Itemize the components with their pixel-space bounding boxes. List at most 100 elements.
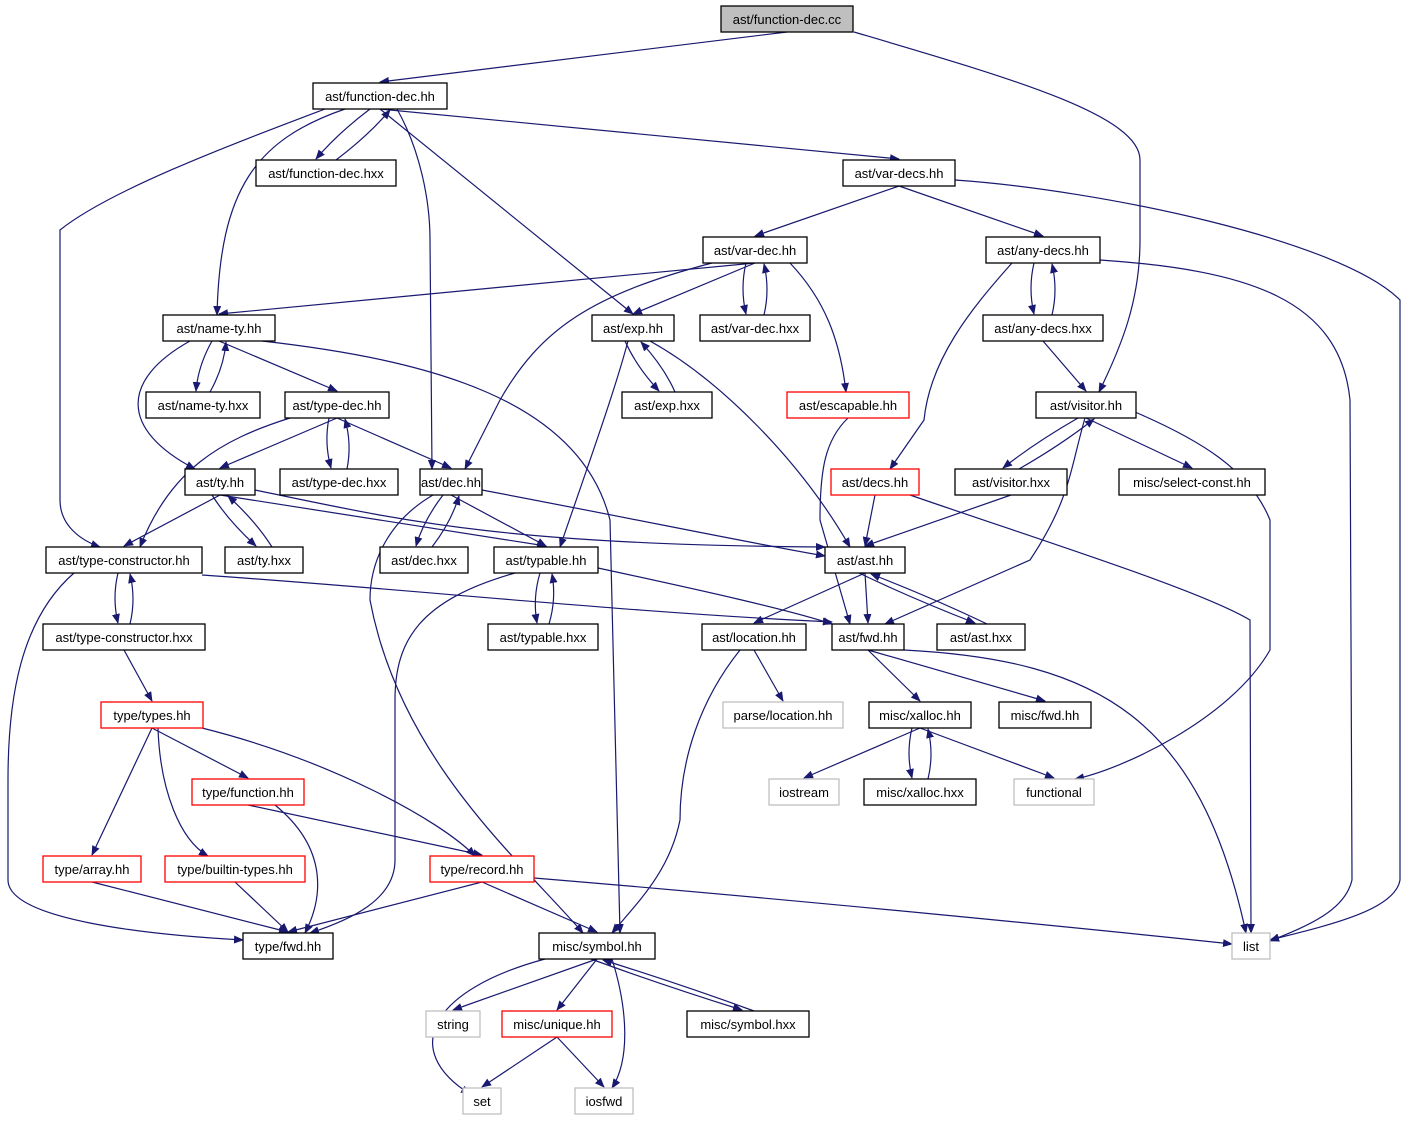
node-fdhh[interactable]: ast/function-dec.hh xyxy=(312,82,448,110)
node-eschh[interactable]: ast/escapable.hh xyxy=(786,391,910,419)
node-adshh[interactable]: ast/any-decs.hh xyxy=(985,236,1101,264)
node-functional[interactable]: functional xyxy=(1013,778,1095,806)
node-asthh[interactable]: ast/ast.hh xyxy=(824,546,906,574)
node-label: iosfwd xyxy=(586,1094,623,1109)
node-vdhxx[interactable]: ast/var-dec.hxx xyxy=(699,314,811,342)
edge-adshh-to-list xyxy=(1099,259,1353,942)
edge-exphh-to-asthh xyxy=(649,340,851,548)
node-set[interactable]: set xyxy=(462,1087,502,1115)
node-label: type/array.hh xyxy=(55,862,130,877)
edge-fdhh-to-vdshh xyxy=(379,108,900,163)
node-unihh[interactable]: misc/unique.hh xyxy=(501,1010,613,1038)
node-mfwdhh[interactable]: misc/fwd.hh xyxy=(998,701,1092,729)
node-tdhxx[interactable]: ast/type-dec.hxx xyxy=(279,468,399,496)
edge-nthh-to-tdhh xyxy=(218,340,338,392)
node-dechxx[interactable]: ast/dec.hxx xyxy=(379,546,469,574)
edge-tphxx-to-tphh xyxy=(548,573,558,625)
node-label: ast/ty.hxx xyxy=(237,553,291,568)
edge-fdcc-to-fdhh xyxy=(379,31,788,85)
node-tphxx[interactable]: ast/typable.hxx xyxy=(487,623,599,651)
node-exphh[interactable]: ast/exp.hh xyxy=(591,314,675,342)
node-tyshh[interactable]: type/types.hh xyxy=(100,701,204,729)
node-adshxx[interactable]: ast/any-decs.hxx xyxy=(982,314,1104,342)
edge-dechh-to-asthh xyxy=(481,489,826,559)
edge-tchh-to-tchxx xyxy=(112,572,120,624)
edge-unihh-to-iosfwd xyxy=(556,1036,605,1088)
node-label: list xyxy=(1243,939,1259,954)
node-tdhh[interactable]: ast/type-dec.hh xyxy=(284,391,390,419)
node-label: misc/select-const.hh xyxy=(1133,475,1251,490)
node-box xyxy=(419,468,483,496)
node-label: ast/type-dec.hxx xyxy=(292,475,387,490)
node-xalhxx[interactable]: misc/xalloc.hxx xyxy=(863,778,977,806)
edge-fwdhh-to-xalhh xyxy=(867,649,921,702)
node-label: misc/xalloc.hh xyxy=(879,708,961,723)
node-label: type/fwd.hh xyxy=(255,939,322,954)
node-tchxx[interactable]: ast/type-constructor.hxx xyxy=(42,623,206,651)
node-list[interactable]: list xyxy=(1231,932,1271,960)
node-box xyxy=(842,159,956,187)
edge-xalhh-to-iostream xyxy=(803,727,921,779)
node-scnhh[interactable]: misc/select-const.hh xyxy=(1118,468,1266,496)
node-dechh[interactable]: ast/dec.hh xyxy=(419,468,483,496)
node-layer: ast/function-dec.cc ast/function-dec.hh as… xyxy=(42,5,1271,1115)
edge-dechh-to-dechxx xyxy=(414,494,444,547)
node-asthxx[interactable]: ast/ast.hxx xyxy=(936,623,1026,651)
edge-layer xyxy=(7,31,1401,1095)
node-box xyxy=(487,623,599,651)
edge-tyhh-to-asthh xyxy=(254,489,826,551)
node-rechh[interactable]: type/record.hh xyxy=(429,855,535,883)
node-tfwdhh[interactable]: type/fwd.hh xyxy=(242,932,334,960)
node-vdhh[interactable]: ast/var-dec.hh xyxy=(702,236,808,264)
node-label: ast/any-decs.hh xyxy=(997,243,1089,258)
node-tchh[interactable]: ast/type-constructor.hh xyxy=(45,546,203,574)
node-arrhh[interactable]: type/array.hh xyxy=(42,855,142,883)
node-fdcc[interactable]: ast/function-dec.cc xyxy=(720,5,854,33)
edge-fdhh-to-dechh xyxy=(396,108,436,470)
edge-tchxx-to-tyshh xyxy=(123,649,153,702)
node-box xyxy=(1013,778,1095,806)
edge-lochh-to-plochh xyxy=(753,649,784,702)
node-plochh[interactable]: parse/location.hh xyxy=(722,701,844,729)
edge-symhh-to-string xyxy=(452,958,598,1011)
edge-nthh-to-nthxx xyxy=(192,340,213,392)
node-fwdhh[interactable]: ast/fwd.hh xyxy=(831,623,905,651)
node-tyhh[interactable]: ast/ty.hh xyxy=(184,468,256,496)
node-box xyxy=(621,391,713,419)
edge-fdhh-to-exphh xyxy=(379,108,634,315)
node-lochh[interactable]: ast/location.hh xyxy=(701,623,807,651)
node-iostream[interactable]: iostream xyxy=(768,778,840,806)
node-fdhxx[interactable]: ast/function-dec.hxx xyxy=(255,159,397,187)
node-xalhh[interactable]: misc/xalloc.hh xyxy=(868,701,972,729)
node-label: ast/typable.hxx xyxy=(500,630,587,645)
node-symhxx[interactable]: misc/symbol.hxx xyxy=(686,1010,810,1038)
node-box xyxy=(312,82,448,110)
edge-nthxx-to-nthh xyxy=(209,341,230,393)
node-nthxx[interactable]: ast/name-ty.hxx xyxy=(145,391,261,419)
node-funchh[interactable]: type/function.hh xyxy=(191,778,305,806)
node-box xyxy=(1118,468,1266,496)
edge-lochh-to-symhh xyxy=(611,649,741,934)
node-vishxx[interactable]: ast/visitor.hxx xyxy=(954,468,1068,496)
edge-xalhh-to-functional xyxy=(919,727,1055,779)
node-vishh[interactable]: ast/visitor.hh xyxy=(1035,391,1137,419)
edge-asthh-to-asthxx xyxy=(858,572,976,624)
node-tyhxx[interactable]: ast/ty.hxx xyxy=(224,546,304,574)
node-iosfwd[interactable]: iosfwd xyxy=(574,1087,634,1115)
node-string[interactable]: string xyxy=(425,1010,481,1038)
node-label: type/record.hh xyxy=(440,862,523,877)
node-bthh[interactable]: type/builtin-types.hh xyxy=(164,855,306,883)
node-exphxx[interactable]: ast/exp.hxx xyxy=(621,391,713,419)
node-symhh[interactable]: misc/symbol.hh xyxy=(538,932,656,960)
node-label: ast/exp.hh xyxy=(603,321,663,336)
node-vdshh[interactable]: ast/var-decs.hh xyxy=(842,159,956,187)
edge-vdhh-to-vdhxx xyxy=(740,262,748,315)
edge-arrhh-to-tfwdhh xyxy=(91,881,289,934)
edge-vdshh-to-vdhh xyxy=(754,185,900,237)
node-decshh[interactable]: ast/decs.hh xyxy=(830,468,920,496)
node-label: ast/type-constructor.hh xyxy=(58,553,190,568)
edge-tchh-to-tfwdhh xyxy=(7,572,244,944)
node-nthh[interactable]: ast/name-ty.hh xyxy=(162,314,276,342)
node-tphh[interactable]: ast/typable.hh xyxy=(493,546,599,574)
